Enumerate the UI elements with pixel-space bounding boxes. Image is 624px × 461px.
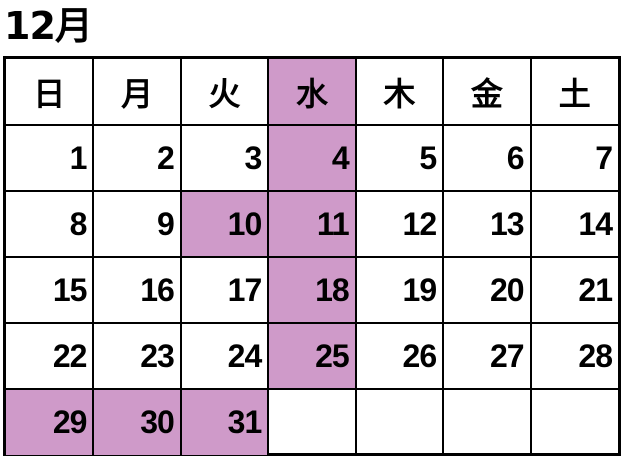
day-cell: 16 xyxy=(92,256,182,324)
day-cell: 1 xyxy=(6,125,95,192)
day-cell: 29 xyxy=(6,388,95,455)
week-row: 15 16 17 18 19 20 21 xyxy=(6,256,618,324)
calendar-table: 日 月 火 水 木 金 土 1 2 3 4 5 6 7 8 9 10 xyxy=(6,59,618,455)
week-row: 1 2 3 4 5 6 7 xyxy=(6,125,618,192)
empty-day-cell xyxy=(267,388,357,455)
day-cell: 6 xyxy=(442,125,532,192)
weekday-header: 月 xyxy=(92,59,182,126)
day-cell: 17 xyxy=(179,256,270,324)
empty-day-cell xyxy=(442,388,532,455)
day-cell: 3 xyxy=(179,125,270,192)
day-cell: 23 xyxy=(92,322,182,390)
day-cell: 28 xyxy=(529,322,618,390)
weekday-header: 火 xyxy=(179,59,270,126)
weekday-header: 金 xyxy=(442,59,532,126)
week-row: 22 23 24 25 26 27 28 xyxy=(6,322,618,390)
day-cell: 12 xyxy=(354,190,445,258)
day-cell: 22 xyxy=(6,322,95,390)
weekday-header: 土 xyxy=(529,59,618,126)
day-cell: 8 xyxy=(6,190,95,258)
day-cell: 15 xyxy=(6,256,95,324)
empty-day-cell xyxy=(354,388,445,455)
day-cell: 24 xyxy=(179,322,270,390)
day-cell: 4 xyxy=(267,125,357,192)
week-row: 8 9 10 11 12 13 14 xyxy=(6,190,618,258)
weekday-header: 日 xyxy=(6,59,95,126)
day-cell: 30 xyxy=(92,388,182,455)
empty-day-cell xyxy=(529,388,618,455)
day-cell: 11 xyxy=(267,190,357,258)
day-cell: 20 xyxy=(442,256,532,324)
month-title: 12月 xyxy=(4,4,93,48)
day-cell: 27 xyxy=(442,322,532,390)
weekday-header: 木 xyxy=(354,59,445,126)
day-cell: 9 xyxy=(92,190,182,258)
day-cell: 26 xyxy=(354,322,445,390)
day-cell: 7 xyxy=(529,125,618,192)
day-cell: 14 xyxy=(529,190,618,258)
day-cell: 19 xyxy=(354,256,445,324)
day-cell: 5 xyxy=(354,125,445,192)
weekday-header: 水 xyxy=(267,59,357,126)
day-cell: 2 xyxy=(92,125,182,192)
calendar-grid: 日 月 火 水 木 金 土 1 2 3 4 5 6 7 8 9 10 xyxy=(3,56,621,456)
day-cell: 10 xyxy=(179,190,270,258)
day-cell: 18 xyxy=(267,256,357,324)
day-cell: 25 xyxy=(267,322,357,390)
day-cell: 31 xyxy=(179,388,270,455)
day-cell: 13 xyxy=(442,190,532,258)
week-row: 29 30 31 xyxy=(6,388,618,455)
day-cell: 21 xyxy=(529,256,618,324)
weekday-header-row: 日 月 火 水 木 金 土 xyxy=(6,59,618,126)
